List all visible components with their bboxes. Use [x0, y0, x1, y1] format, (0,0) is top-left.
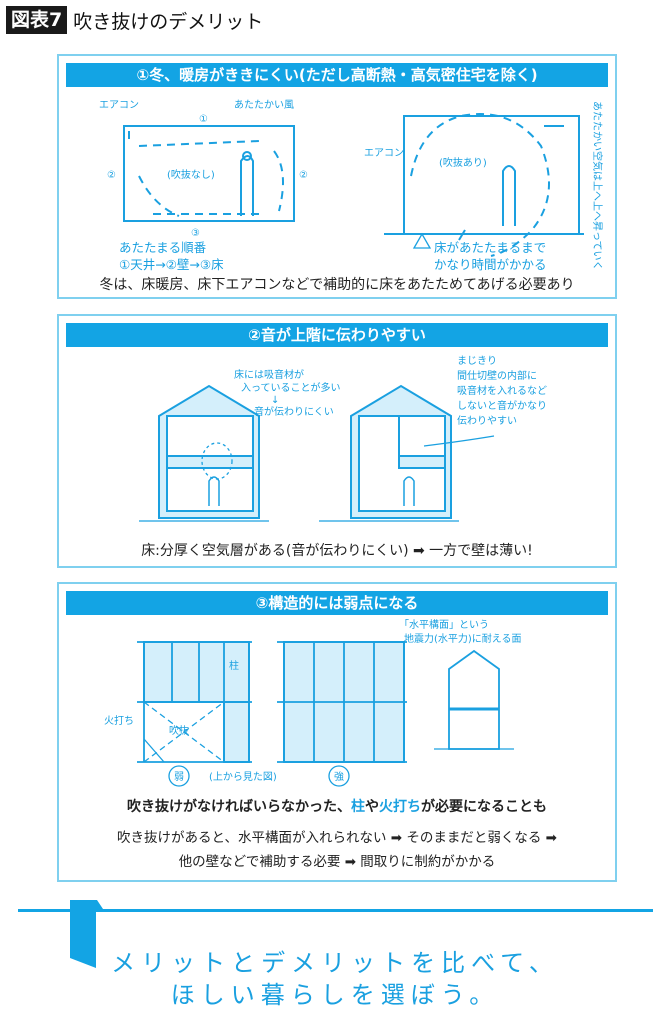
warm-air-note: あたたかい空気は上へ上へ昇っていく: [591, 101, 604, 271]
aircon-note: エアコン: [99, 100, 139, 111]
section-title: ②音が上階に伝わりやすい: [66, 323, 608, 347]
structure-sketch: 柱 火打ち 吹抜 弱 (上から見た図) 強 「水平構面」という 地震力(水平力)…: [104, 618, 522, 787]
section-summary: 床:分厚く空気層がある(音が伝わりにくい) ➡ 一方で壁は薄い!: [141, 543, 533, 559]
sound-sketch: 床には吸音材が 入っていることが多い ↓ 音が伝わりにくい まじきり 間仕切壁の…: [139, 355, 547, 522]
plane-note-2: 地震力(水平力)に耐える面: [404, 632, 522, 645]
floor-note-1: 床には吸音材が: [234, 368, 304, 381]
hiuchi-note: 火打ち: [104, 714, 134, 727]
bold-suffix: が必要になることも: [421, 799, 547, 815]
warning-caption-2: かなり時間がかかる: [434, 257, 547, 272]
num-ceiling: ①: [199, 114, 208, 125]
structure-line-1: 吹き抜けがあると、水平構面が入れられない ➡ そのままだと弱くなる ➡: [117, 830, 557, 846]
structure-line-2: 他の壁などで補助する必要 ➡ 間取りに制約がかかる: [178, 854, 496, 870]
floor-note-2: 入っていることが多い: [241, 381, 341, 394]
plane-note-1: 「水平構面」という: [399, 618, 489, 631]
warm-wind-note: あたたかい風: [234, 99, 294, 111]
pillar-highlight: 柱: [351, 799, 365, 815]
figure-badge: 図表7: [6, 6, 68, 34]
room-label-right: (吹抜あり): [439, 156, 487, 169]
figure-heading: 吹き抜けのデメリット: [73, 10, 264, 33]
fukinuke-note: 吹抜: [169, 724, 189, 737]
wall-note-1: まじきり: [457, 355, 497, 367]
section-structure: ③構造的には弱点になる 柱 火打ち 吹抜 弱 (上から見た図) 強 「水平構面」…: [57, 582, 617, 882]
warning-triangle-icon: [412, 232, 432, 249]
num-wall-right: ②: [299, 170, 308, 181]
wall-note-3: 吸音材を入れるなど: [457, 384, 547, 397]
strong-label: 強: [334, 770, 344, 783]
section-sound: ②音が上階に伝わりやすい 床には吸音材が 入っていることが多い ↓ 音が伝わりに…: [57, 314, 617, 568]
wall-note-4: しないと音がかなり: [457, 399, 547, 412]
room-label-left: (吹抜なし): [167, 168, 215, 181]
ribbon-divider: [18, 900, 653, 968]
heating-sketch: エアコン あたたかい風 ① ② ② ③ (吹抜なし) あたたまる順番 ①天井→②…: [99, 99, 604, 272]
pillar-note: 柱: [229, 659, 239, 672]
section-title: ①冬、暖房がききにくい(ただし高断熱・高気密住宅を除く): [66, 63, 608, 87]
hiuchi-highlight: 火打ち: [379, 799, 421, 815]
section-title: ③構造的には弱点になる: [66, 591, 608, 615]
structure-bold-note: 吹き抜けがなければいらなかった、柱や火打ちが必要になることも: [59, 796, 615, 816]
floor-note-3: ↓: [271, 395, 279, 406]
bold-ya: や: [365, 799, 379, 815]
order-caption-1: あたたまる順番: [119, 240, 207, 255]
floor-note-4: 音が伝わりにくい: [254, 405, 334, 418]
order-caption-2: ①天井→②壁→③床: [119, 257, 224, 272]
conclusion-line-1: メリットとデメリットを比べて、: [111, 949, 559, 977]
figure-title: 図表7 吹き抜けのデメリット: [6, 6, 263, 34]
wall-note-5: 伝わりやすい: [457, 415, 517, 427]
section-summary: 冬は、床暖房、床下エアコンなどで補助的に床をあたためてあげる必要あり: [99, 277, 575, 293]
weak-label: 弱: [174, 771, 184, 783]
top-view-label: (上から見た図): [209, 771, 277, 783]
bookmark-icon: [70, 900, 103, 968]
conclusion-line-2: ほしい暮らしを選ぼう。: [170, 981, 500, 1009]
wall-note-2: 間仕切壁の内部に: [457, 369, 537, 382]
section-heating: ①冬、暖房がききにくい(ただし高断熱・高気密住宅を除く) エアコン あたたかい風…: [57, 54, 617, 299]
aircon-note-right: エアコン: [364, 148, 404, 159]
num-floor: ③: [191, 228, 200, 239]
warning-caption-1: 床があたたまるまで: [434, 240, 546, 255]
bold-prefix: 吹き抜けがなければいらなかった、: [127, 799, 351, 815]
num-wall: ②: [107, 170, 116, 181]
conclusion: メリットとデメリットを比べて、 ほしい暮らしを選ぼう。: [0, 890, 670, 1013]
